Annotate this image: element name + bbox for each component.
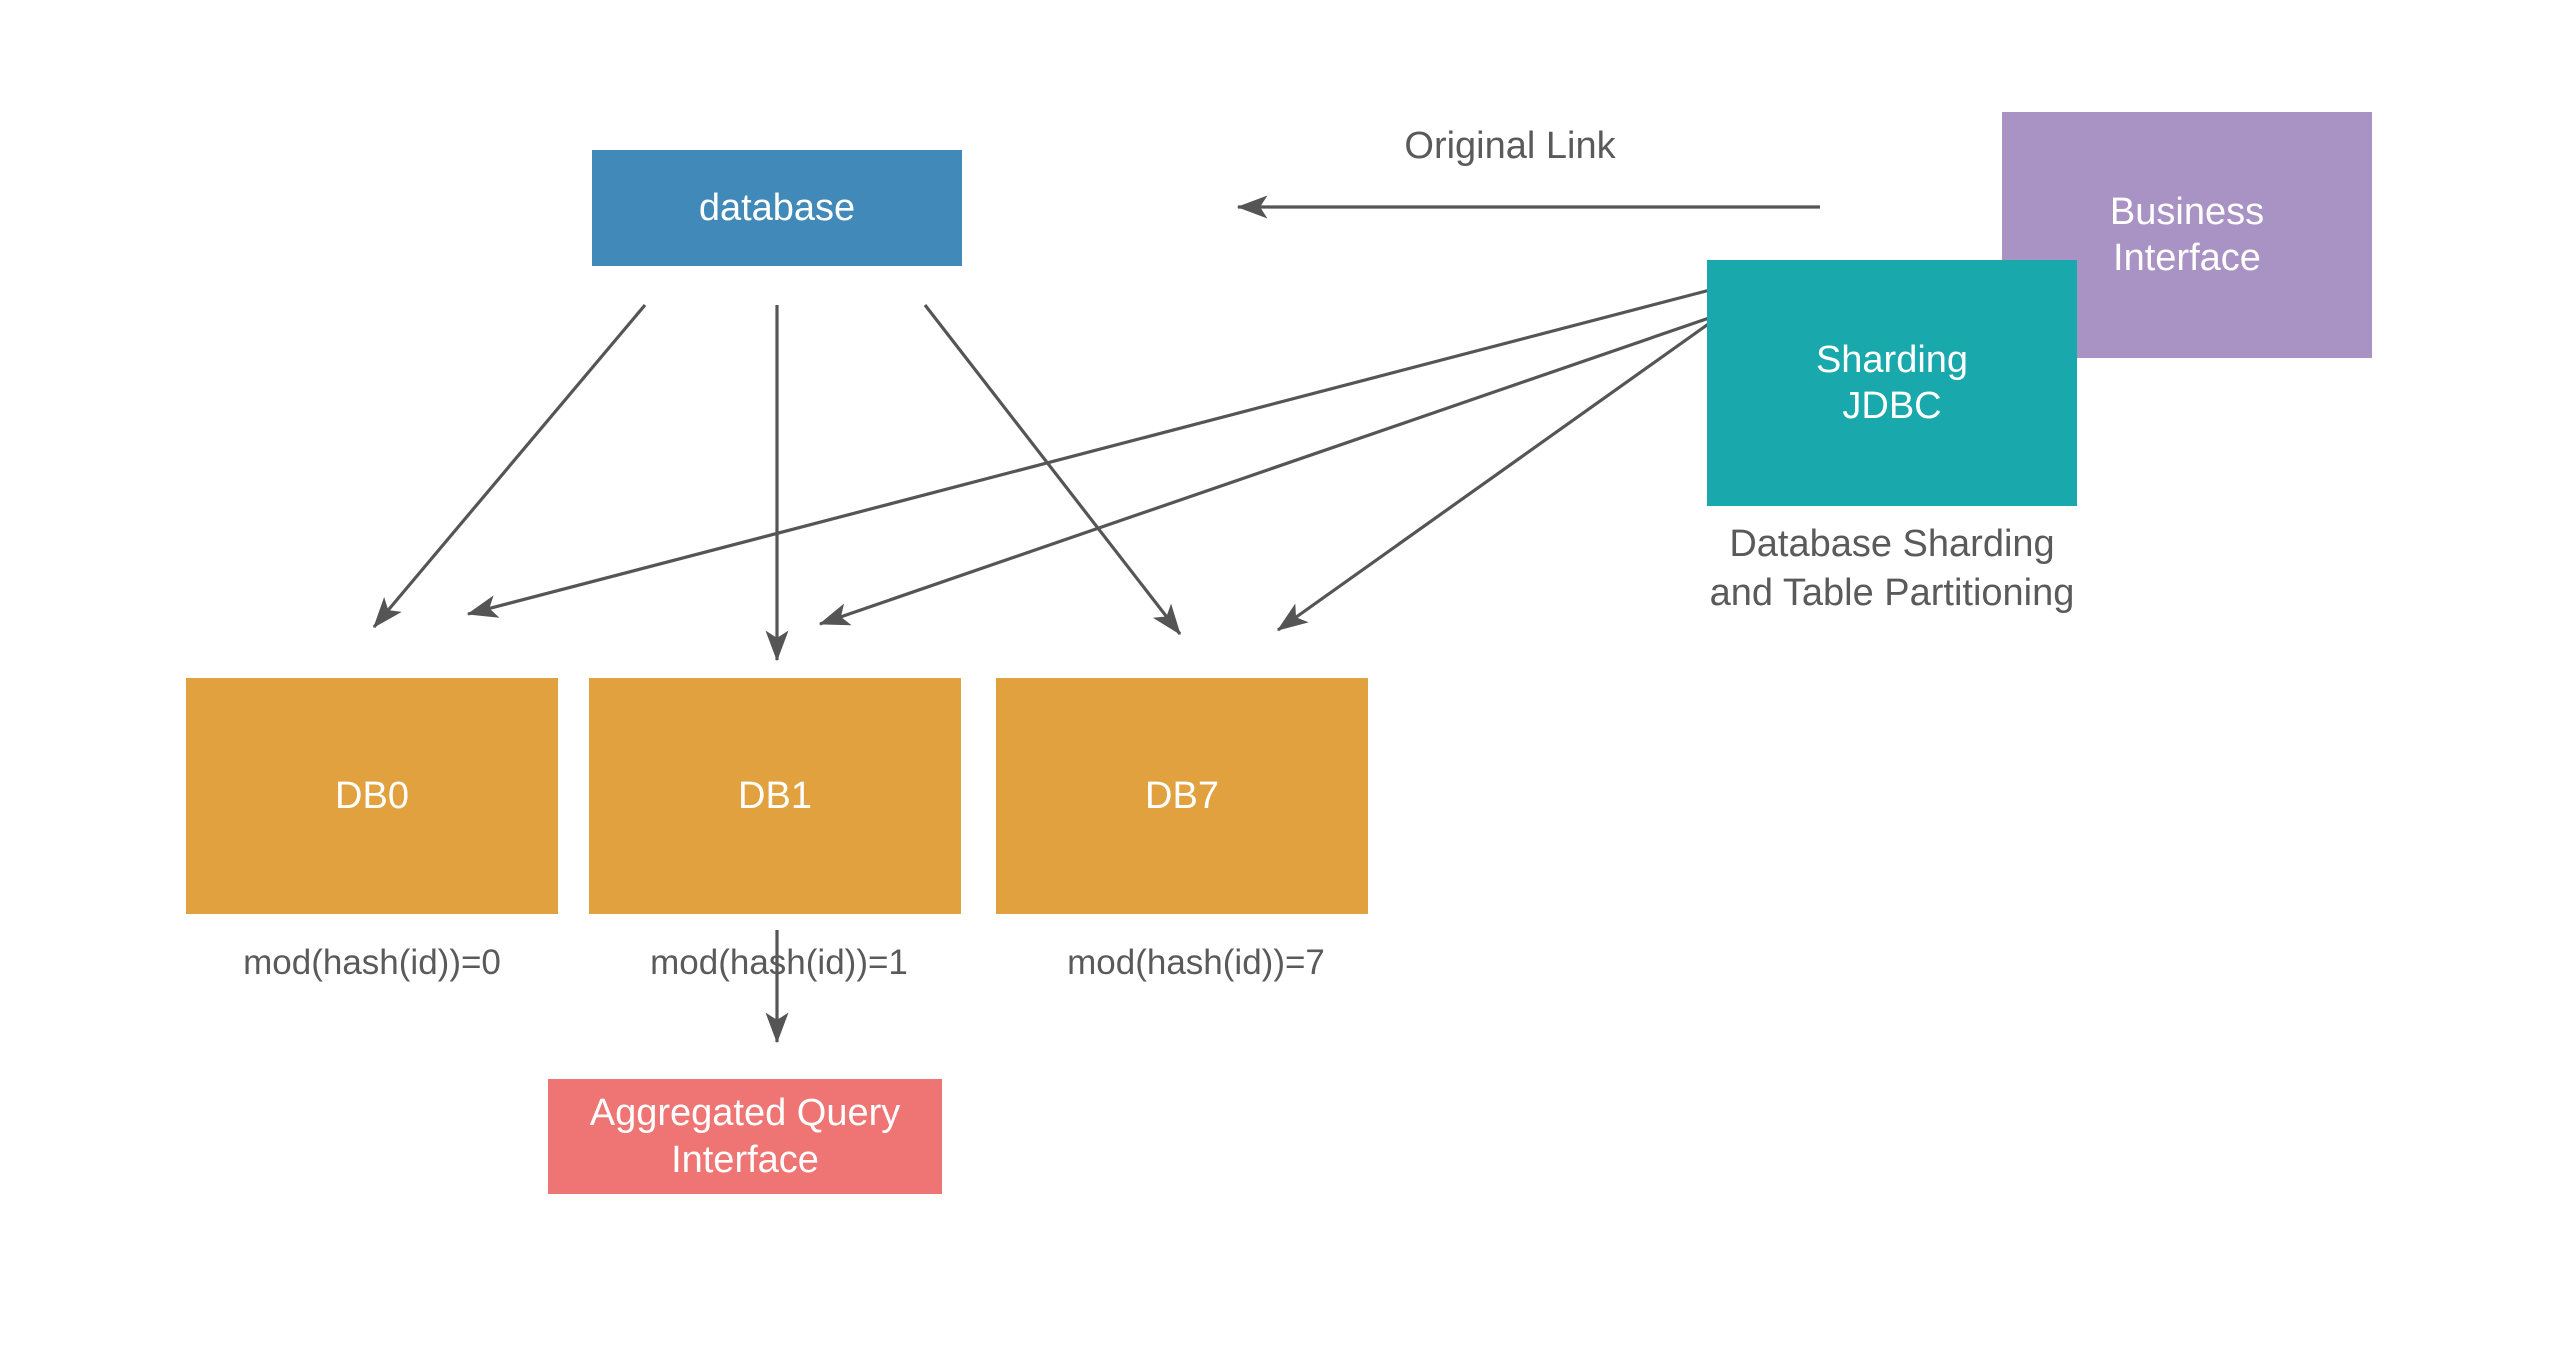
- shard-rule-db0: mod(hash(id))=0: [243, 943, 501, 982]
- node-aggregated-query-interface-label: Aggregated Query Interface: [589, 1092, 901, 1181]
- node-shard-db0[interactable]: DB0: [186, 678, 558, 914]
- node-shard-db7-label: DB7: [1145, 774, 1219, 817]
- shard-rule-db1: mod(hash(id))=1: [650, 943, 908, 982]
- node-business-interface-label: Business Interface: [2109, 190, 2265, 279]
- edge-database-db0: [372, 303, 647, 629]
- node-aggregated-query-interface[interactable]: Aggregated Query Interface: [548, 1079, 942, 1194]
- node-shard-db1[interactable]: DB1: [589, 678, 961, 914]
- node-shard-db7[interactable]: DB7: [996, 678, 1368, 914]
- node-database[interactable]: database: [592, 150, 962, 266]
- shard-rule-db7: mod(hash(id))=7: [1067, 943, 1325, 982]
- node-sharding-jdbc-label: Sharding JDBC: [1815, 338, 1969, 427]
- node-shard-db0-label: DB0: [335, 774, 409, 817]
- node-database-label: database: [698, 186, 856, 229]
- node-sharding-jdbc[interactable]: Sharding JDBC: [1707, 260, 2077, 506]
- node-shard-db1-label: DB1: [738, 774, 812, 817]
- edge-sharding-db1: [818, 315, 1713, 626]
- edge-label-original-link: Original Link: [1404, 125, 1616, 167]
- edge-sharding-db0: [466, 288, 1711, 618]
- edge-database-db7: [923, 304, 1182, 636]
- caption-sharding-jdbc: Database Sharding and Table Partitioning: [1709, 523, 2075, 615]
